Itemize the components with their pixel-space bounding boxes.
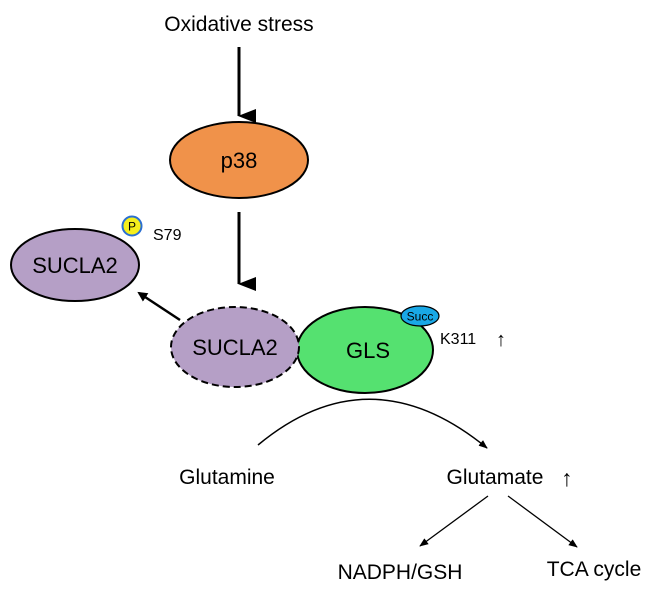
phospho-badge [121, 215, 143, 237]
p38-label: p38 [221, 148, 258, 173]
succ-mark-label: Succ [407, 310, 434, 324]
glutamate-increase-icon: ↑ [561, 465, 573, 491]
tca-cycle-label: TCA cycle [547, 558, 642, 581]
glutamate-label: Glutamate [447, 466, 544, 489]
phospho-site-label: S79 [153, 227, 182, 244]
conversion-arrow [257, 398, 488, 449]
phospho-mark-label: P [128, 220, 136, 234]
glutamate-to-tca-arrow [507, 495, 578, 548]
p38-node [169, 121, 309, 199]
glutamine-label: Glutamine [179, 466, 275, 489]
succ-site-label: K311 [440, 331, 476, 348]
succ-increase-icon: ↑ [496, 329, 506, 351]
gls-label: GLS [346, 338, 390, 363]
glutamate-to-nadph-arrow [419, 495, 489, 547]
sucla2-free-label: SUCLA2 [32, 253, 118, 278]
succinylation-badge [400, 305, 440, 327]
sucla2-bound-label: SUCLA2 [192, 335, 278, 360]
nadph-gsh-label: NADPH/GSH [338, 561, 463, 584]
dissociation-arrow [137, 291, 181, 322]
sucla2-bound-node [170, 306, 300, 388]
stimulus-label: Oxidative stress [164, 13, 313, 36]
sucla2-free-node [10, 228, 140, 302]
